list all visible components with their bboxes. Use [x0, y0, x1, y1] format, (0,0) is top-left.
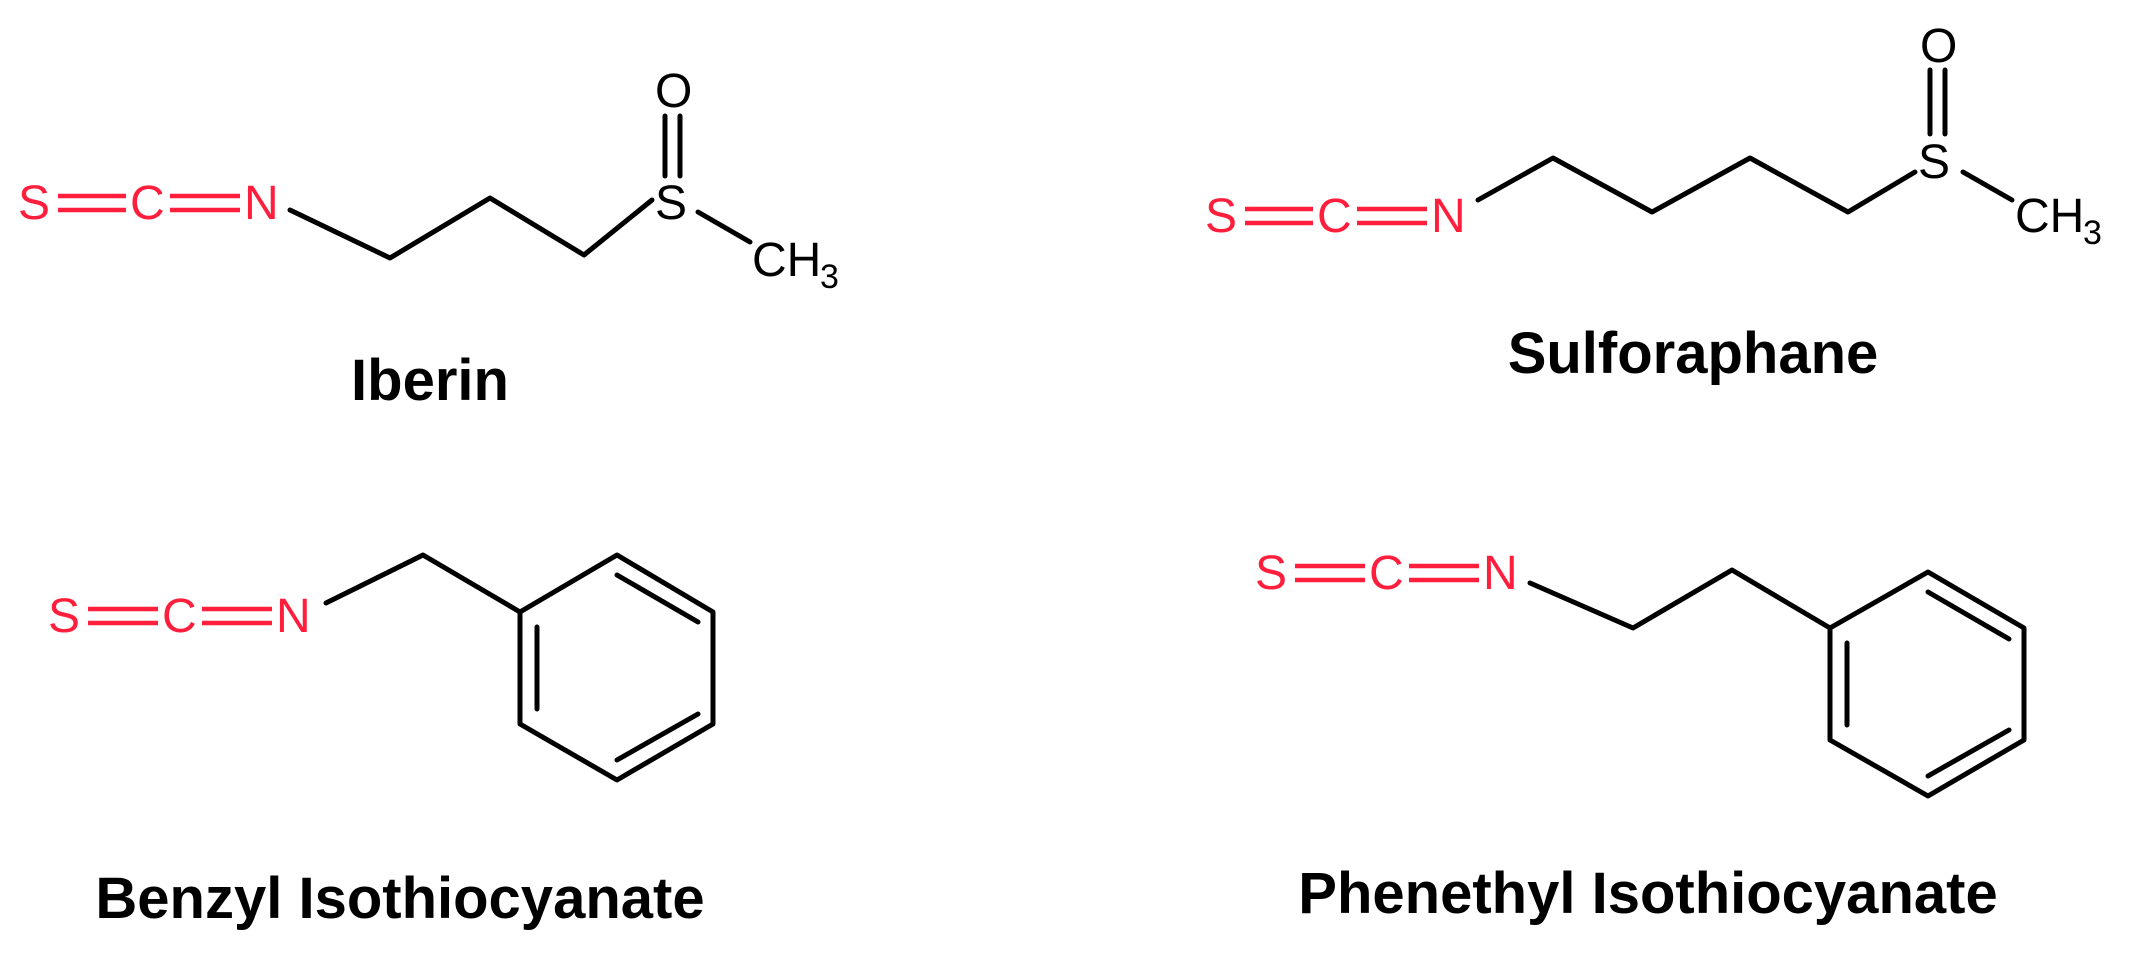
- phenethyl-atom-n: N: [1483, 547, 1518, 600]
- phenethyl-isothiocyanate-label: Phenethyl Isothiocyanate: [1298, 861, 1997, 926]
- benzyl-ring-double-bond-2: [614, 572, 701, 625]
- iberin-atom-o: O: [655, 65, 692, 118]
- benzyl-atom-s: S: [48, 590, 80, 643]
- phenethyl-ring-double-bond-3: [1925, 727, 2012, 779]
- sulforaphane-atom-ch: CH: [2015, 190, 2084, 243]
- iberin-propyl-chain: [287, 195, 655, 261]
- iberin-atom-ch: CH: [752, 234, 821, 287]
- phenethyl-atom-c: C: [1369, 547, 1404, 600]
- benzyl-benzene-ring: [517, 552, 716, 783]
- benzyl-isothiocyanate-structure: S C N Benzyl Isothiocyanate: [48, 552, 716, 931]
- phenethyl-atom-s: S: [1255, 547, 1287, 600]
- iberin-atom-s-sulfinyl: S: [655, 177, 687, 230]
- iberin-structure: S C N S O CH 3 Iberin: [18, 65, 839, 413]
- iberin-atom-n: N: [244, 177, 279, 230]
- sulforaphane-label: Sulforaphane: [1508, 321, 1879, 386]
- sulforaphane-atom-n: N: [1431, 190, 1466, 243]
- phenethyl-isothiocyanate-structure: S C N Phenethyl Isothiocyanate: [1255, 547, 2027, 926]
- benzyl-atom-c: C: [162, 590, 197, 643]
- iberin-atom-s: S: [18, 177, 50, 230]
- phenethyl-benzene-ring: [1827, 569, 2027, 799]
- sulforaphane-structure: S C N S O CH 3 Sulforaphane: [1205, 20, 2102, 386]
- sulforaphane-butyl-chain: [1475, 155, 1918, 215]
- phenethyl-ethyl-chain: [1527, 567, 1833, 631]
- benzyl-isothiocyanate-label: Benzyl Isothiocyanate: [95, 866, 704, 931]
- benzyl-atom-n: N: [276, 590, 311, 643]
- iberin-label: Iberin: [351, 348, 509, 413]
- iberin-bond-s-methyl: [695, 209, 753, 245]
- sulforaphane-atom-o: O: [1920, 20, 1957, 73]
- sulforaphane-atom-c: C: [1317, 190, 1352, 243]
- sulforaphane-atom-s-sulfinyl: S: [1918, 136, 1950, 189]
- sulforaphane-bond-s-methyl: [1960, 169, 2015, 203]
- benzyl-methylene-bond: [323, 552, 523, 615]
- iberin-subscript-3: 3: [820, 258, 839, 296]
- sulforaphane-subscript-3: 3: [2083, 214, 2102, 252]
- iberin-atom-c: C: [130, 177, 165, 230]
- sulforaphane-atom-s: S: [1205, 190, 1237, 243]
- phenethyl-ring-double-bond-2: [1925, 589, 2012, 642]
- benzyl-ring-double-bond-3: [614, 711, 701, 763]
